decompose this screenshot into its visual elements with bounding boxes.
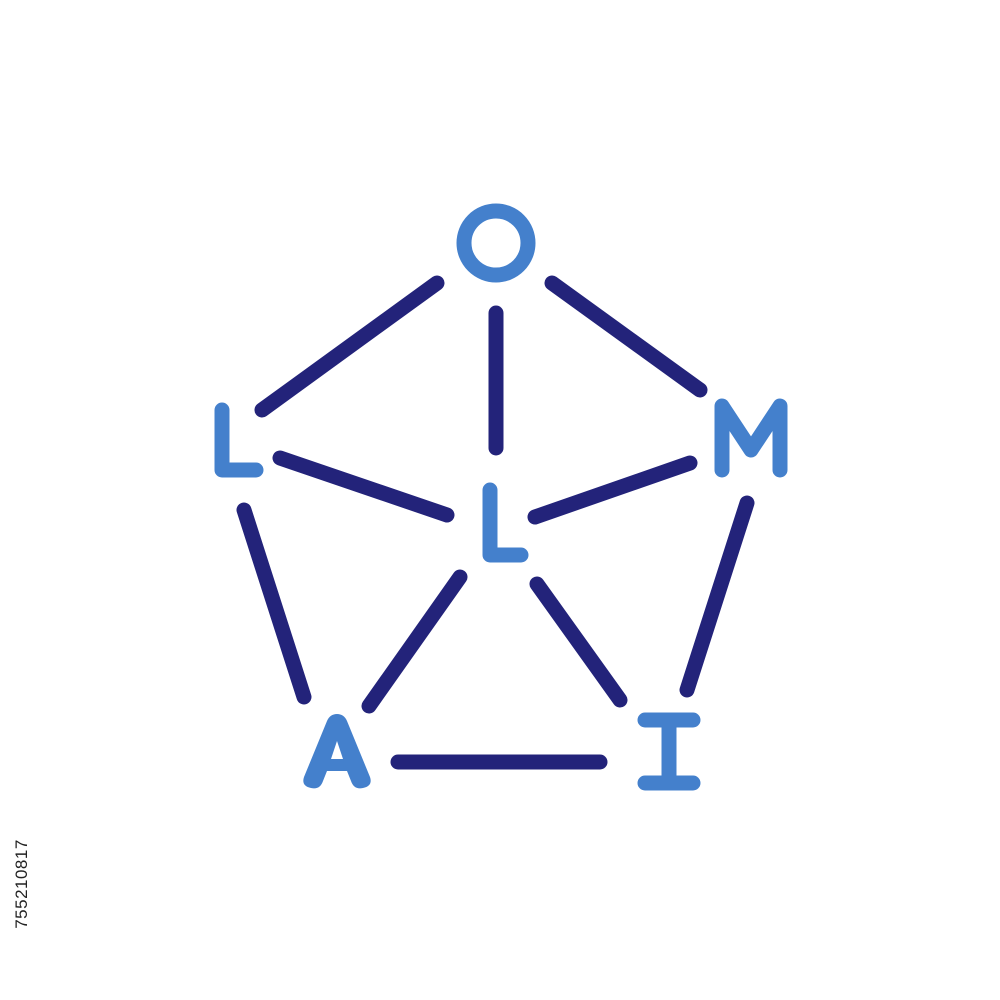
- node-bottom-left: [303, 714, 371, 789]
- node-left: [214, 402, 264, 478]
- node-top: [456, 203, 536, 283]
- node-right: [714, 398, 788, 478]
- node-letter-l-left: [214, 402, 264, 478]
- node-letter-m: [714, 398, 788, 478]
- edge-right-bottomright: [679, 495, 755, 698]
- edge-top-right: [544, 275, 708, 398]
- edge-left-center: [272, 450, 455, 523]
- edge-center-bottomleft: [361, 569, 468, 714]
- network-edges: [236, 275, 755, 770]
- node-center: [482, 482, 529, 563]
- edge-top-left: [254, 275, 445, 418]
- edge-center-bottomright: [529, 576, 628, 708]
- node-letter-o: [456, 203, 536, 283]
- stock-image-id-text: 755210817: [12, 839, 31, 929]
- node-letter-i: [637, 712, 701, 791]
- node-bottom-right: [637, 712, 701, 791]
- edge-right-center: [527, 455, 698, 525]
- node-letter-a: [303, 714, 371, 789]
- edge-left-bottomleft: [236, 502, 312, 705]
- node-letter-l-center: [482, 482, 529, 563]
